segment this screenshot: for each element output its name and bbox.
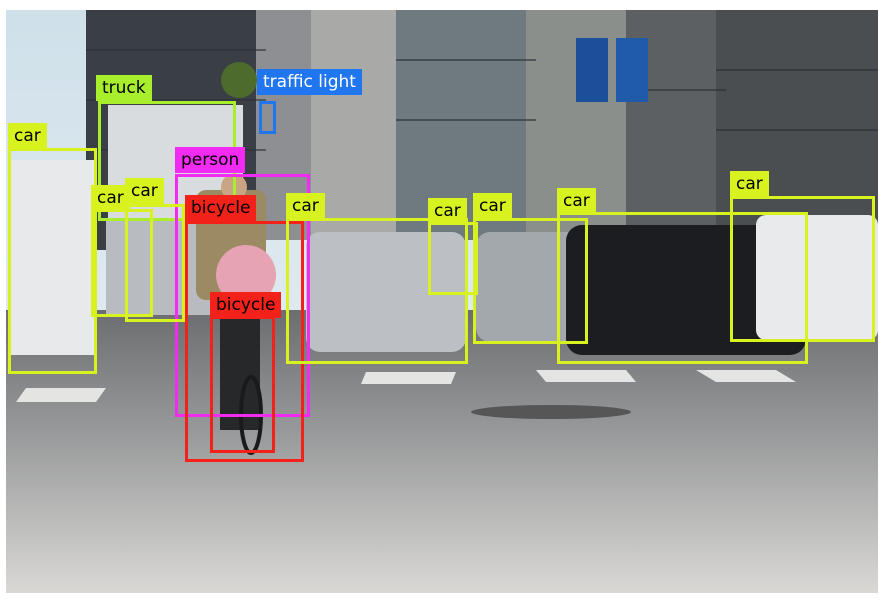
- car-bounding-box-3: [125, 204, 185, 322]
- car-label-2: car: [91, 185, 130, 211]
- traffic-light-label: traffic light: [257, 69, 362, 95]
- car-bounding-box-4: [286, 218, 468, 364]
- car-label-7: car: [557, 188, 596, 214]
- car-bounding-box-6: [473, 218, 588, 344]
- car-bounding-box-7: [557, 212, 808, 364]
- car-label-left: car: [8, 123, 47, 149]
- bicycle-label-outer: bicycle: [185, 195, 257, 221]
- person-label: person: [175, 147, 246, 173]
- street-scene: [6, 10, 878, 593]
- car-label-5: car: [428, 198, 467, 224]
- bicycle-bounding-box-inner: [210, 316, 275, 453]
- truck-label: truck: [96, 75, 152, 101]
- traffic-light-bounding-box: [259, 101, 276, 134]
- car-bounding-box-left: [8, 148, 97, 374]
- person-bounding-box: [175, 174, 310, 417]
- car-bounding-box-5: [428, 222, 478, 295]
- car-label-6: car: [473, 193, 512, 219]
- car-label-8: car: [730, 171, 769, 197]
- car-label-3: car: [125, 178, 164, 204]
- bicycle-bounding-box-outer: [185, 221, 304, 462]
- detection-image: truck traffic light car person car car b…: [6, 10, 878, 593]
- bicycle-label-inner: bicycle: [210, 292, 282, 318]
- car-bounding-box-8: [730, 196, 875, 342]
- car-label-4: car: [286, 193, 325, 219]
